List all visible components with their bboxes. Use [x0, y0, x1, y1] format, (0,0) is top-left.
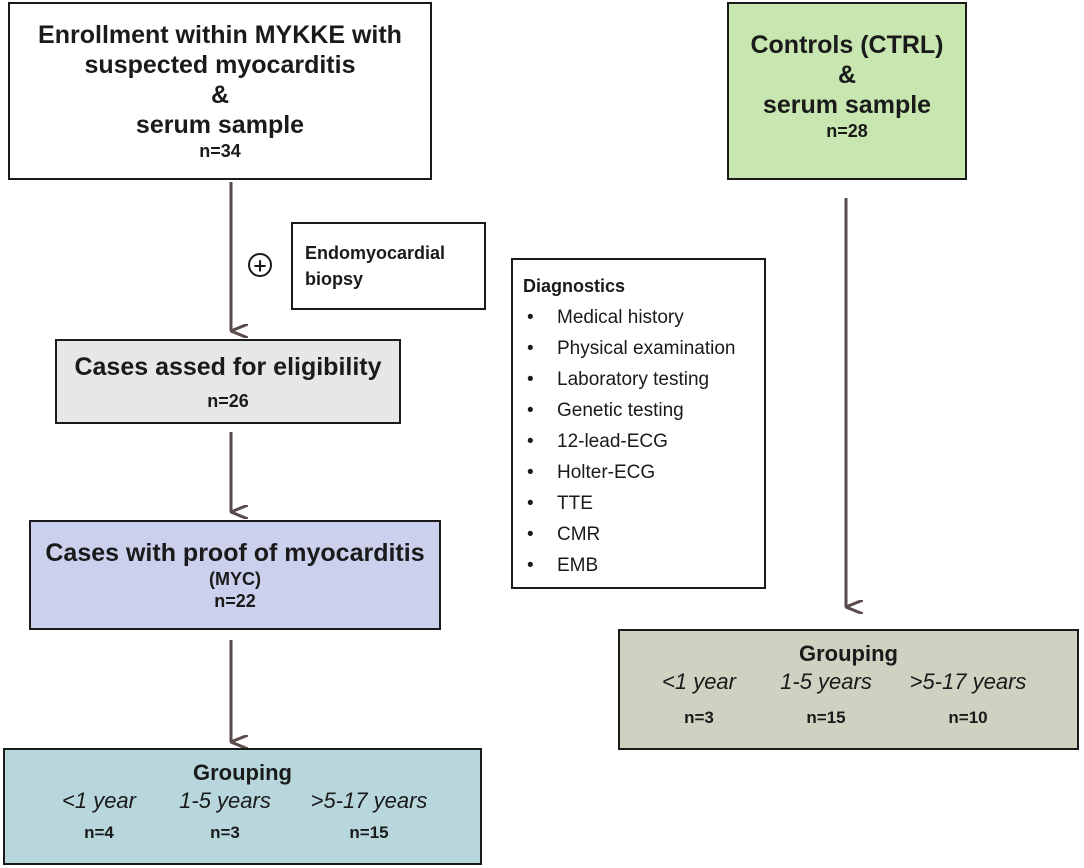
eligibility-title: Cases assed for eligibility: [74, 352, 382, 381]
enrollment-line-2: suspected myocarditis: [84, 51, 356, 79]
enrollment-box: Enrollment within MYKKE with suspected m…: [8, 2, 432, 180]
ctrl-grouping-box: Grouping <1 year 1-5 years >5-17 years n…: [618, 629, 1079, 750]
biopsy-line-2: biopsy: [305, 269, 364, 289]
diagnostics-list: Medical history Physical examination Lab…: [523, 302, 754, 581]
enrollment-ampersand: &: [210, 81, 230, 109]
diagnostics-item: EMB: [523, 550, 754, 581]
myc-grouping-box: Grouping <1 year 1-5 years >5-17 years n…: [3, 748, 482, 865]
biopsy-box: Endomyocardial biopsy: [291, 222, 486, 310]
myc-subtitle: (MYC): [209, 569, 261, 589]
ctrl-group-count: n=3: [684, 708, 714, 727]
ctrl-group-count: n=15: [806, 708, 846, 727]
controls-line-1: Controls (CTRL): [750, 31, 944, 59]
ctrl-group-count: n=10: [948, 708, 988, 727]
ctrl-group-age: <1 year: [662, 669, 736, 694]
diagnostics-item: Holter-ECG: [523, 457, 754, 488]
myc-count: n=22: [214, 591, 256, 611]
diagnostics-item: TTE: [523, 488, 754, 519]
biopsy-line-1: Endomyocardial: [305, 243, 446, 263]
myc-box: Cases with proof of myocarditis (MYC) n=…: [29, 520, 441, 630]
ctrl-grouping-age-row: <1 year 1-5 years >5-17 years: [620, 667, 1077, 697]
plus-icon-glyph: +: [252, 256, 267, 277]
myc-grouping-count-row: n=4 n=3 n=15: [5, 818, 480, 848]
diagnostics-item: Genetic testing: [523, 395, 754, 426]
diagnostics-item: Medical history: [523, 302, 754, 333]
eligibility-count: n=26: [207, 390, 249, 411]
diagnostics-item: CMR: [523, 519, 754, 550]
diagnostics-item: 12-lead-ECG: [523, 426, 754, 457]
eligibility-box: Cases assed for eligibility n=26: [55, 339, 401, 424]
controls-box: Controls (CTRL) & serum sample n=28: [727, 2, 967, 180]
plus-circle-icon: [248, 253, 272, 277]
enrollment-line-1: Enrollment within MYKKE with: [38, 21, 402, 49]
diagnostics-item: Physical examination: [523, 333, 754, 364]
myc-title: Cases with proof of myocarditis: [45, 539, 425, 567]
diagnostics-item: Laboratory testing: [523, 364, 754, 395]
myc-group-count: n=4: [84, 823, 114, 842]
myc-group-count: n=15: [349, 823, 389, 842]
myc-group-count: n=3: [210, 823, 240, 842]
myc-group-age: >5-17 years: [310, 788, 428, 813]
controls-line-2: serum sample: [762, 91, 932, 119]
ctrl-grouping-count-row: n=3 n=15 n=10: [620, 703, 1077, 733]
myc-grouping-age-row: <1 year 1-5 years >5-17 years: [5, 786, 480, 816]
myc-group-age: <1 year: [62, 788, 136, 813]
ctrl-group-age: 1-5 years: [780, 669, 872, 694]
controls-count: n=28: [826, 121, 868, 141]
ctrl-grouping-title: Grouping: [799, 641, 898, 666]
diagnostics-box: Diagnostics Medical history Physical exa…: [511, 258, 766, 589]
myc-grouping-title: Grouping: [193, 760, 292, 785]
myc-group-age: 1-5 years: [179, 788, 271, 813]
enrollment-count: n=34: [199, 141, 241, 161]
ctrl-group-age: >5-17 years: [909, 669, 1027, 694]
controls-ampersand: &: [837, 61, 857, 89]
diagnostics-title: Diagnostics: [523, 276, 626, 296]
enrollment-line-3: serum sample: [135, 111, 305, 139]
